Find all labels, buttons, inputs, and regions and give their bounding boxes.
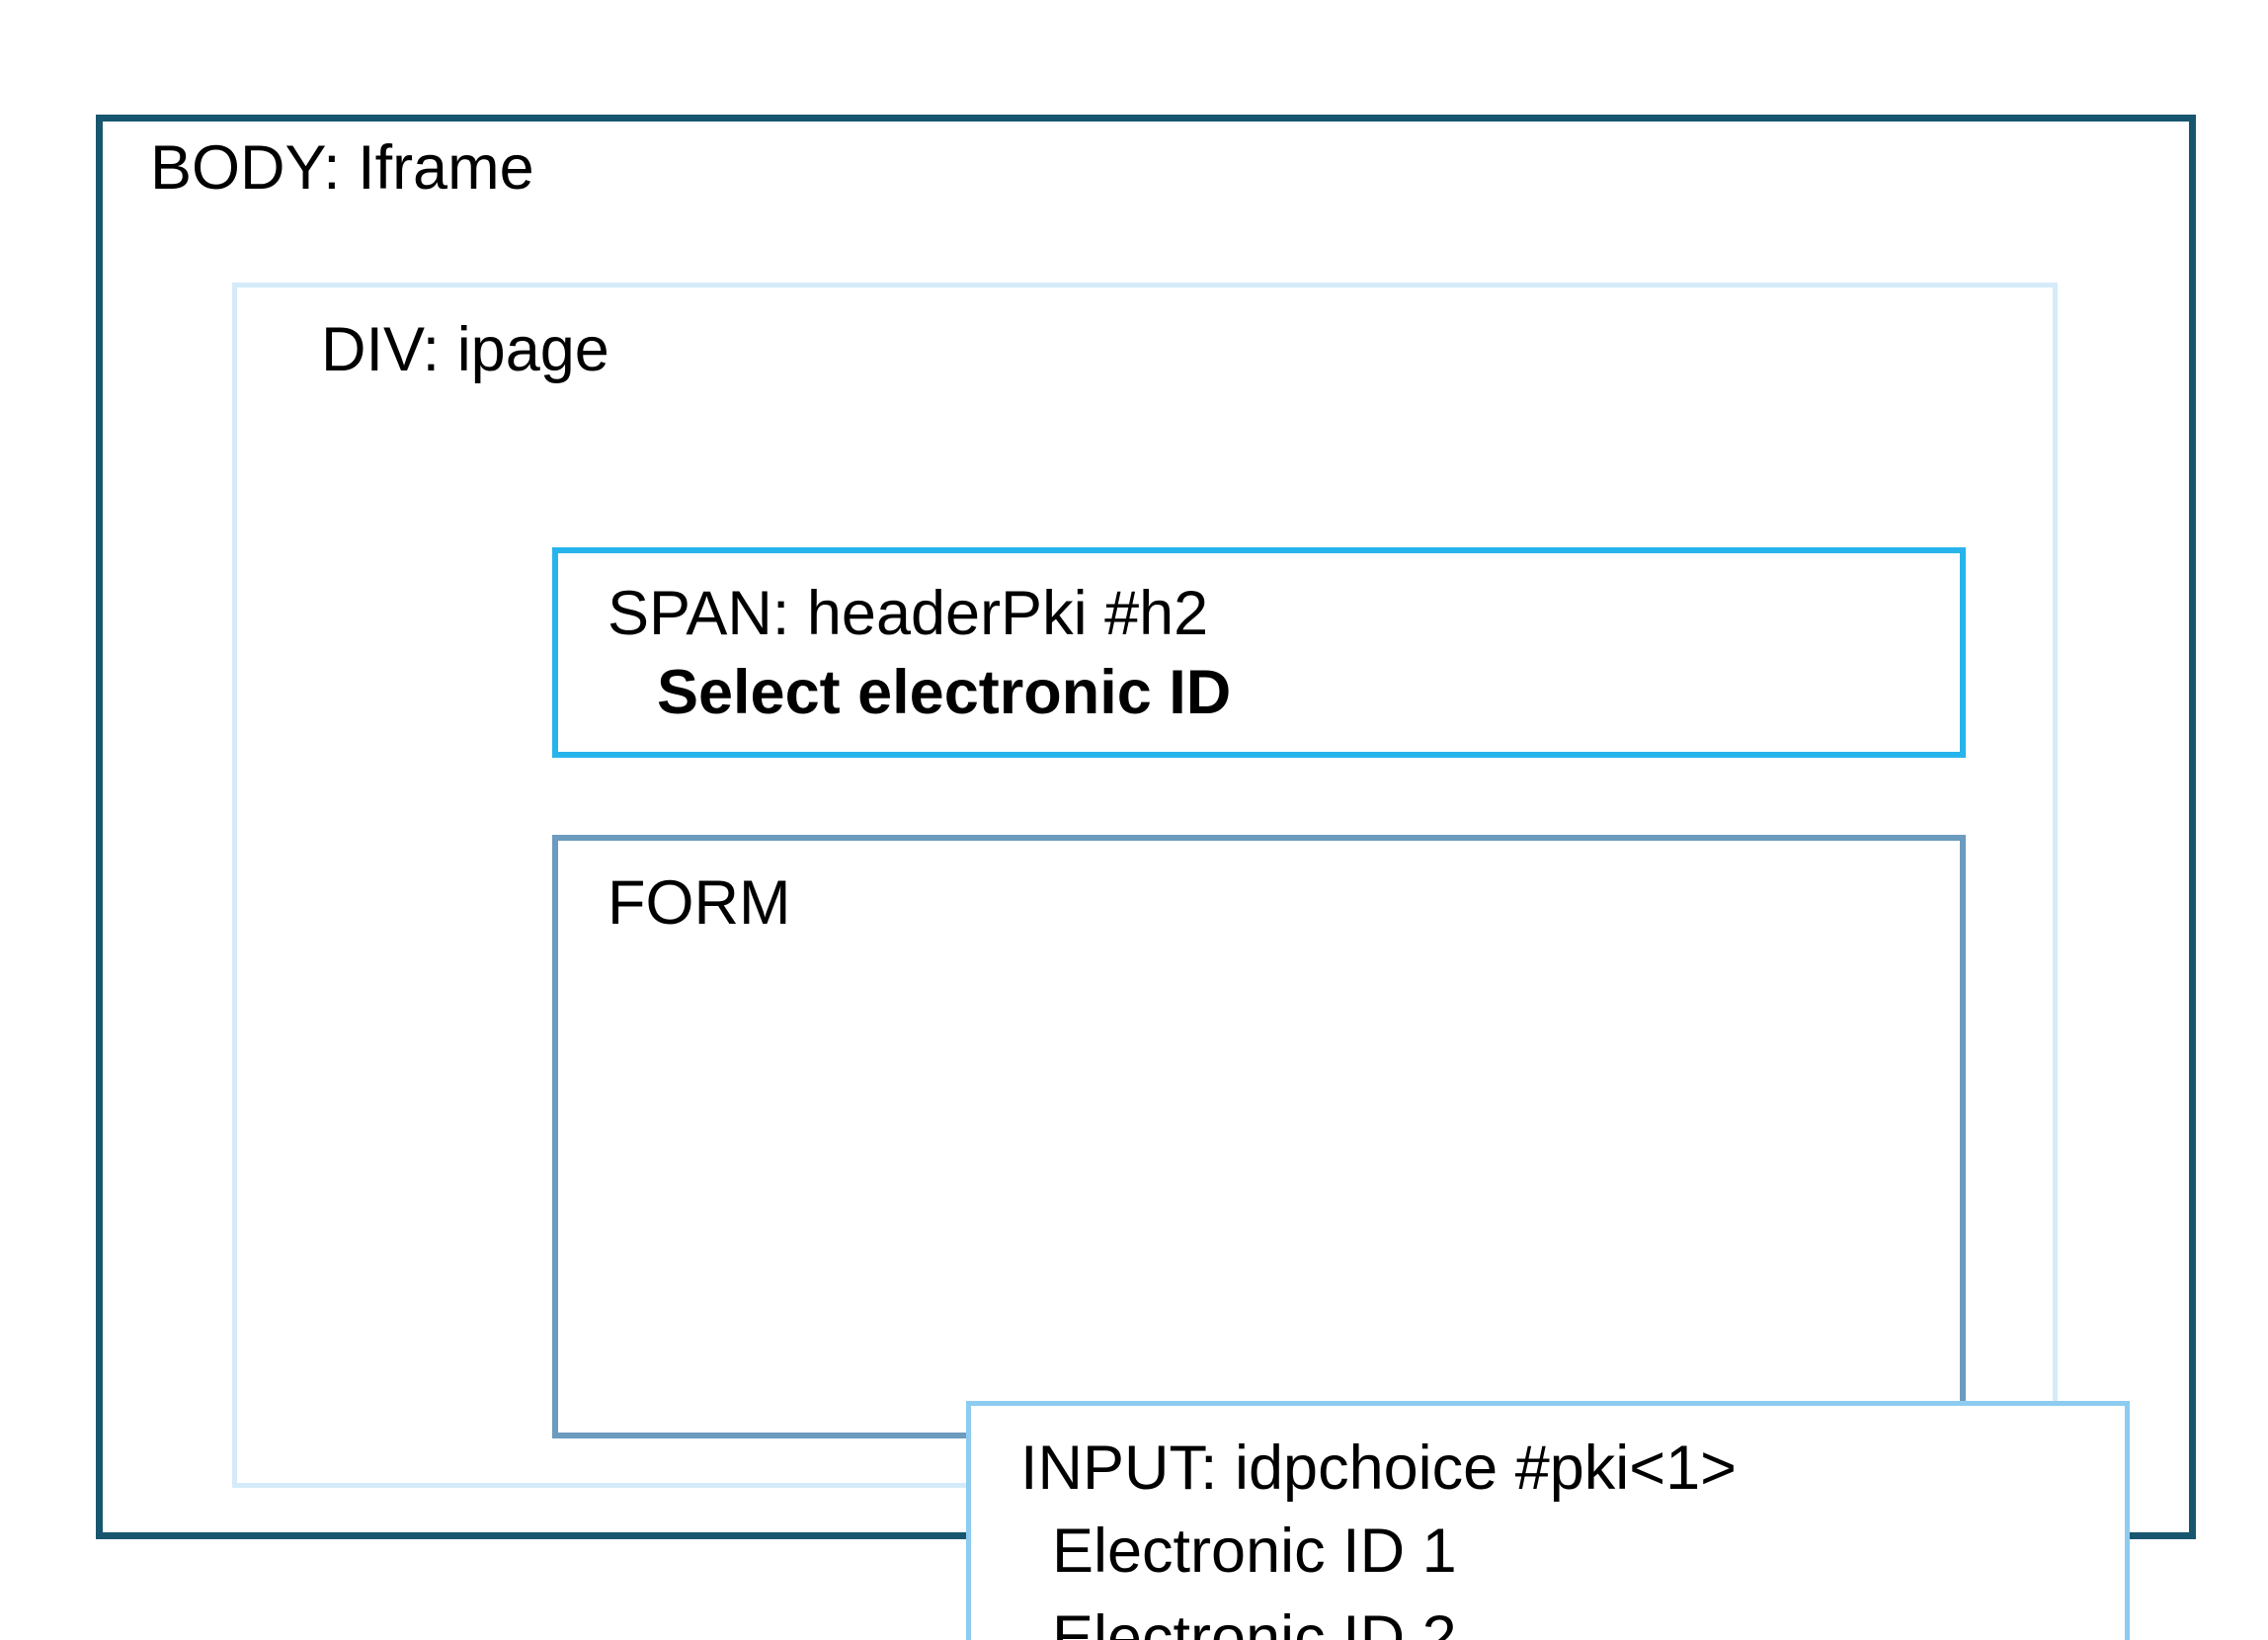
node-body-iframe-label: BODY: Iframe — [150, 133, 534, 203]
list-item: Electronic ID 1 — [1052, 1517, 1457, 1586]
node-form: FORM INPUT: idpchoice #pki<1> Electronic… — [552, 835, 2130, 1640]
node-input-idpchoice: INPUT: idpchoice #pki<1> Electronic ID 1… — [966, 1401, 2130, 1640]
node-div-ipage: DIV: ipage SPAN: headerPki #h2 Select el… — [232, 283, 2130, 1640]
list-item: Electronic ID 2 — [1052, 1603, 1457, 1640]
node-span-headerpki-label: SPAN: headerPki #h2 — [608, 579, 1209, 648]
node-span-headerpki-value: Select electronic ID — [657, 658, 1232, 727]
node-input-idpchoice-label: INPUT: idpchoice #pki<1> — [1020, 1434, 1737, 1503]
node-body-iframe: BODY: Iframe DIV: ipage SPAN: headerPki … — [96, 115, 2196, 1640]
node-span-headerpki: SPAN: headerPki #h2 Select electronic ID — [552, 547, 1966, 758]
node-div-ipage-label: DIV: ipage — [321, 315, 609, 384]
idpchoice-option-list: Electronic ID 1 Electronic ID 2 Electron… — [1052, 1520, 1457, 1640]
node-form-label: FORM — [608, 868, 791, 938]
